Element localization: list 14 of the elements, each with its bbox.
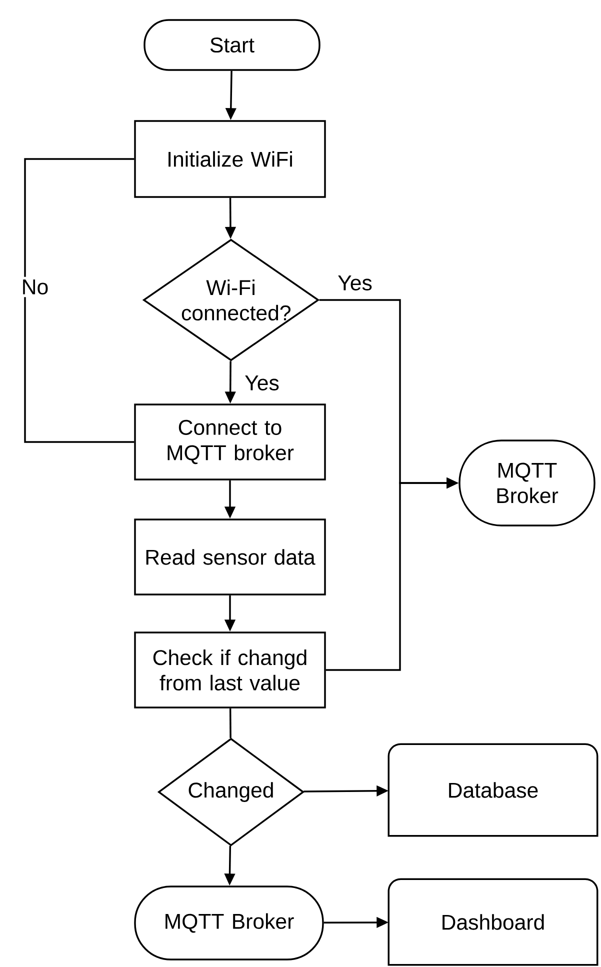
terminator: MQTT Broker	[134, 886, 324, 960]
edge-label: Yes	[334, 272, 376, 294]
edge-label: No	[18, 276, 52, 298]
connector-line	[229, 708, 232, 738]
terminator: MQTT Broker	[458, 440, 596, 526]
process-box: Check if changd from last value	[134, 632, 326, 708]
display-box: Dashboard	[388, 878, 598, 966]
storage-box: Database	[388, 743, 598, 837]
start-terminator: Start	[144, 19, 320, 71]
process-box: Initialize WiFi	[134, 120, 326, 198]
connector-line	[24, 158, 134, 443]
edge-label: Yes	[242, 372, 282, 394]
process-box: Connect to MQTT broker	[134, 404, 326, 480]
process-box: Read sensor data	[134, 518, 326, 596]
